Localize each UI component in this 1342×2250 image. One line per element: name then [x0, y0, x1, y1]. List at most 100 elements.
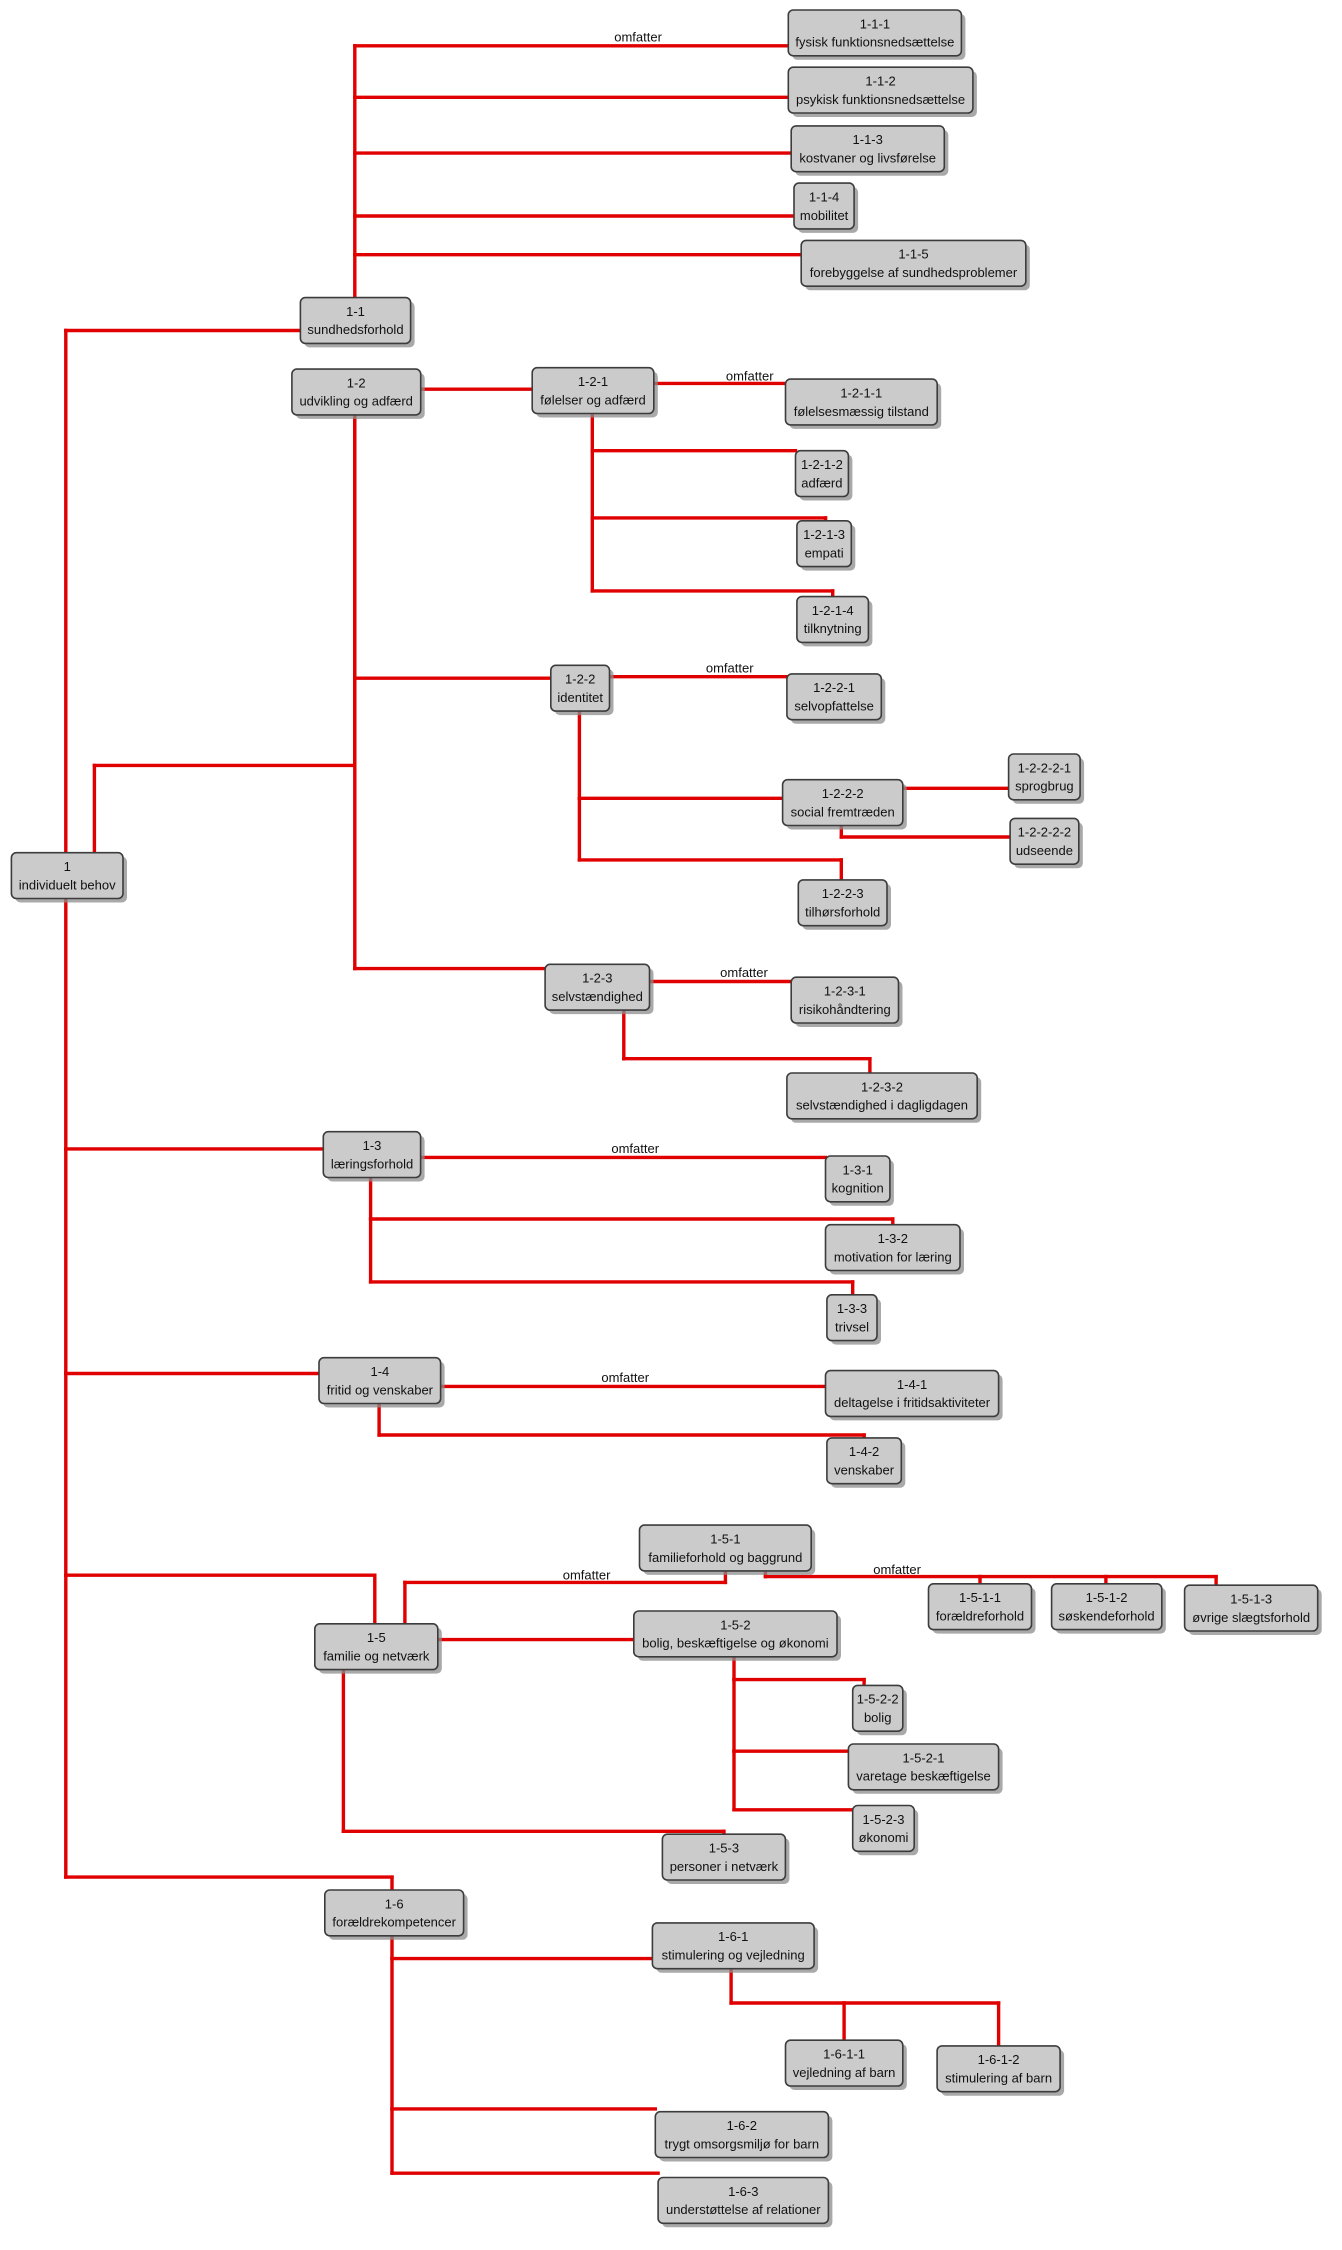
node-code: 1-2-3-2: [861, 1079, 903, 1094]
connector-label: omfatter: [873, 1562, 921, 1577]
node-code: 1-2-1-1: [840, 385, 882, 400]
node-code: 1-5-1-2: [1086, 1590, 1128, 1605]
node-label: adfærd: [801, 475, 842, 490]
node-1-2-3-2[interactable]: 1-2-3-2 selvstændighed i dagligdagen: [786, 1072, 982, 1123]
node-label: trivsel: [835, 1319, 869, 1334]
node-code: 1-3-1: [843, 1162, 873, 1177]
node-1-2-1-4[interactable]: 1-2-1-4 tilknytning: [796, 595, 873, 647]
connector-1-1-to-1-1-1: [353, 44, 790, 300]
node-box: [824, 1155, 891, 1203]
node-1-3-1[interactable]: 1-3-1 kognition: [824, 1155, 894, 1206]
node-label: kognition: [832, 1181, 884, 1196]
node-box: [787, 9, 963, 57]
node-code: 1-4-1: [897, 1377, 927, 1392]
node-label: fysisk funktionsnedsættelse: [795, 35, 954, 50]
node-label: personer i netværk: [670, 1859, 779, 1874]
connector-1-4-to-1-4-2: [377, 1401, 866, 1440]
node-code: 1-2-2-2: [822, 786, 864, 801]
connector-1-2-1-to-1-2-1-3: [590, 449, 828, 523]
node-box: [323, 1889, 465, 1937]
node-label: tilknytning: [804, 621, 862, 636]
node-code: 1-6-1-2: [978, 2052, 1020, 2067]
connector-1-6-to-1-6-3: [390, 2107, 660, 2175]
node-code: 1-2-3: [582, 971, 612, 986]
connector-1-2-2-to-1-2-2-2: [577, 709, 785, 800]
connector-1-5-2-to-1-5-2-1: [732, 1677, 851, 1753]
node-code: 1-2-1-3: [803, 527, 845, 542]
node-label: selvstændighed i dagligdagen: [796, 1098, 968, 1113]
node-label: forebyggelse af sundhedsproblemer: [810, 265, 1018, 280]
node-1-1-5[interactable]: 1-1-5 forebyggelse af sundhedsproblemer: [800, 239, 1030, 291]
node-box: [787, 66, 974, 114]
node-box: [322, 1130, 422, 1179]
node-label: udvikling og adfærd: [299, 394, 412, 409]
node-code: 1-1-5: [898, 247, 928, 262]
node-box: [790, 125, 946, 173]
connector-1-2-3-to-1-2-3-2: [622, 1008, 872, 1075]
node-label: forældrekompetencer: [332, 1915, 456, 1930]
node-box: [10, 851, 124, 900]
node-1-2-1-1[interactable]: 1-2-1-1 følelsesmæssig tilstand: [784, 378, 942, 429]
node-label: følelsesmæssig tilstand: [794, 404, 929, 419]
node-box: [632, 1610, 838, 1658]
node-label: bolig: [864, 1710, 891, 1725]
node-code: 1-2-1-4: [812, 603, 854, 618]
node-box: [661, 1833, 787, 1881]
connector-1-2-to-1-2-3: [353, 676, 547, 971]
node-box: [291, 368, 422, 416]
node-code: 1-4-2: [849, 1444, 879, 1459]
connector-1-2-1-to-1-2-1-2: [590, 411, 798, 453]
node-box: [826, 1437, 903, 1485]
node-box: [824, 1369, 1000, 1418]
connector-1-to-1-4: [64, 1147, 321, 1376]
connector-label: omfatter: [706, 660, 754, 675]
node-label: psykisk funktionsnedsættelse: [796, 92, 965, 107]
node-code: 1-5-2-1: [903, 1750, 945, 1765]
connector-label: omfatter: [720, 965, 768, 980]
connector-1-6-1-to-1-6-1-2: [842, 2001, 1001, 2048]
connector-1-3-to-1-3-2: [368, 1175, 895, 1227]
node-label: kostvaner og livsførelse: [799, 151, 936, 166]
connector-1-to-1-6: [64, 1573, 394, 1892]
